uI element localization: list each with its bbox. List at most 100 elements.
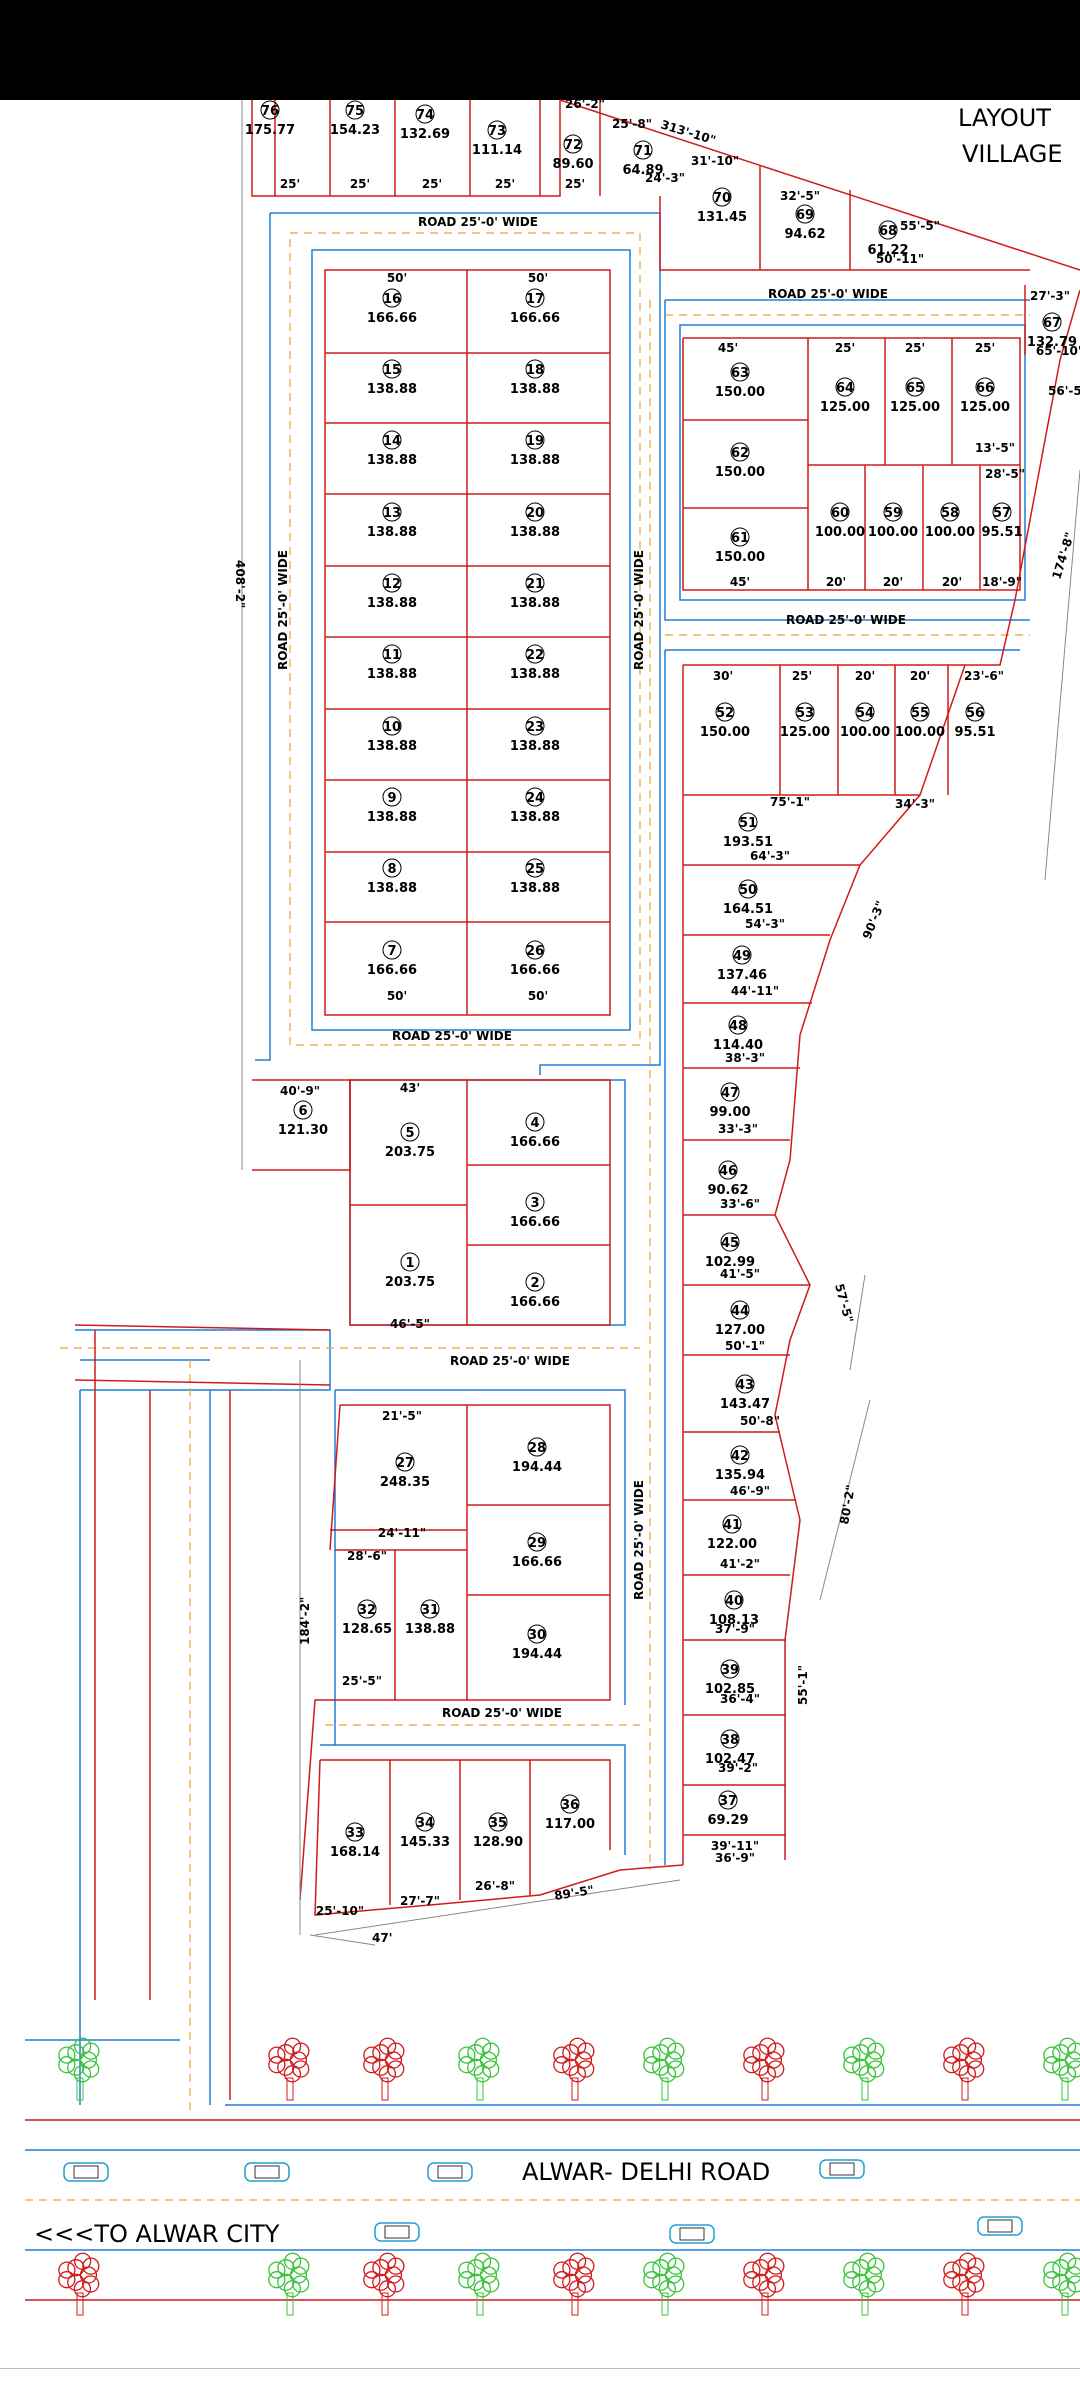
tree-green-icon xyxy=(458,2252,500,2316)
road-label-south-vert: ROAD 25'-0' WIDE xyxy=(632,1480,646,1600)
plot-number: 59 xyxy=(884,506,902,521)
dimension-label: 34'-3" xyxy=(895,797,935,811)
plot-number-circle xyxy=(395,1452,415,1472)
plot-area: 166.66 xyxy=(510,963,560,978)
plot-number: 20 xyxy=(526,506,544,521)
plot-area: 128.65 xyxy=(342,1622,392,1637)
plot-number-circle xyxy=(400,1252,420,1272)
dimension-lines xyxy=(241,100,1080,1946)
dimension-label: 25' xyxy=(792,669,812,683)
plot-area: 94.62 xyxy=(784,227,825,242)
dimension-label: 25' xyxy=(280,177,300,191)
dimension-label: 30' xyxy=(713,669,733,683)
plot-number-circle xyxy=(720,1082,740,1102)
plot-number: 14 xyxy=(383,434,401,449)
dimension-label: 25'-5" xyxy=(342,1674,382,1688)
plot-number-circle xyxy=(720,1659,740,1679)
plot-number-circle xyxy=(883,502,903,522)
plot-area: 99.00 xyxy=(709,1105,750,1120)
tree-green-icon xyxy=(458,2037,500,2101)
dimension-label: 25'-8" xyxy=(612,117,652,131)
plot-area: 100.00 xyxy=(840,725,890,740)
plot-area: 102.99 xyxy=(705,1255,755,1270)
plot-number: 60 xyxy=(831,506,849,521)
plot-number: 18 xyxy=(526,363,544,378)
car-icon xyxy=(244,2162,290,2182)
plot-area: 168.14 xyxy=(330,1845,380,1860)
bottom-diagonal-dim: 89'-5" xyxy=(553,1883,595,1903)
dimension-label: 33'-3" xyxy=(718,1122,758,1136)
plot-area: 131.45 xyxy=(697,210,747,225)
plot-number-circle xyxy=(420,1599,440,1619)
plot-area: 138.88 xyxy=(510,453,560,468)
bottom-width-dim: 47' xyxy=(372,1931,392,1945)
plot-number-circle xyxy=(525,940,545,960)
plot-area: 138.88 xyxy=(367,525,417,540)
plot-number: 13 xyxy=(383,506,401,521)
plot-number-circle xyxy=(382,502,402,522)
vehicles xyxy=(63,2159,1023,2244)
plot-number: 72 xyxy=(564,138,582,153)
plot-number-circle xyxy=(724,1590,744,1610)
dimension-label: 25' xyxy=(835,341,855,355)
dimension-label: 40'-9" xyxy=(280,1084,320,1098)
plot-number: 45 xyxy=(721,1236,739,1251)
dimension-label: 38'-3" xyxy=(725,1051,765,1065)
plot-number: 6 xyxy=(298,1104,307,1119)
plot-number-circle xyxy=(525,359,545,379)
dimension-label: 20' xyxy=(855,669,875,683)
road-label-east-top: ROAD 25'-0' WIDE xyxy=(768,287,888,301)
plot-number: 33 xyxy=(346,1826,364,1841)
plot-number: 53 xyxy=(796,706,814,721)
plot-number-circle xyxy=(730,442,750,462)
plot-number: 67 xyxy=(1043,316,1061,331)
plot-number: 68 xyxy=(879,224,897,239)
plot-area: 108.13 xyxy=(709,1613,759,1628)
plot-number: 22 xyxy=(526,648,544,663)
plot-area: 117.00 xyxy=(545,1817,595,1832)
plot-number-circle xyxy=(720,1729,740,1749)
plot-area: 125.00 xyxy=(780,725,830,740)
plot-number: 47 xyxy=(721,1086,739,1101)
dimension-label: 37'-9" xyxy=(715,1622,755,1636)
title-line-1: LAYOUT xyxy=(958,104,1051,132)
road-center-lines xyxy=(25,232,1080,2201)
plot-area: 128.90 xyxy=(473,1835,523,1850)
plot-number-circle xyxy=(382,644,402,664)
dimension-label: 45' xyxy=(730,575,750,589)
plot-number-circle xyxy=(415,104,435,124)
dimension-label: 50'-8" xyxy=(740,1414,780,1428)
tree-red-icon xyxy=(268,2037,310,2101)
plot-number: 30 xyxy=(528,1628,546,1643)
plot-area: 138.88 xyxy=(367,810,417,825)
plot-number-circle xyxy=(720,1232,740,1252)
plot-area: 138.88 xyxy=(510,596,560,611)
plot-number: 4 xyxy=(530,1116,539,1131)
east-low-dim: 80'-2" xyxy=(837,1484,858,1526)
east-bottom-dim: 55'-1" xyxy=(796,1665,810,1705)
plot-number-circle xyxy=(525,716,545,736)
plot-area: 145.33 xyxy=(400,1835,450,1850)
plot-number: 31 xyxy=(421,1603,439,1618)
dimension-label: 50'-11" xyxy=(876,252,924,266)
dimension-label: 25'-10" xyxy=(316,1904,364,1918)
plot-number-circle xyxy=(382,858,402,878)
plot-number: 17 xyxy=(526,292,544,307)
dimension-label: 50' xyxy=(528,989,548,1003)
plot-area: 138.88 xyxy=(367,881,417,896)
plot-number: 64 xyxy=(836,381,854,396)
dimension-label: 28'-5" xyxy=(985,467,1025,481)
plot-area: 111.14 xyxy=(472,143,522,158)
car-icon xyxy=(374,2222,420,2242)
plot-area: 150.00 xyxy=(715,550,765,565)
plot-number: 39 xyxy=(721,1663,739,1678)
dimension-label: 41'-5" xyxy=(720,1267,760,1281)
plot-number-circle xyxy=(718,1160,738,1180)
plot-number: 74 xyxy=(416,108,434,123)
plot-number: 55 xyxy=(911,706,929,721)
dimension-label: 39'-11" xyxy=(711,1839,759,1853)
plot-area: 114.40 xyxy=(713,1038,763,1053)
plot-number-circle xyxy=(525,644,545,664)
plot-number-circle xyxy=(718,1790,738,1810)
plot-area: 166.66 xyxy=(512,1555,562,1570)
